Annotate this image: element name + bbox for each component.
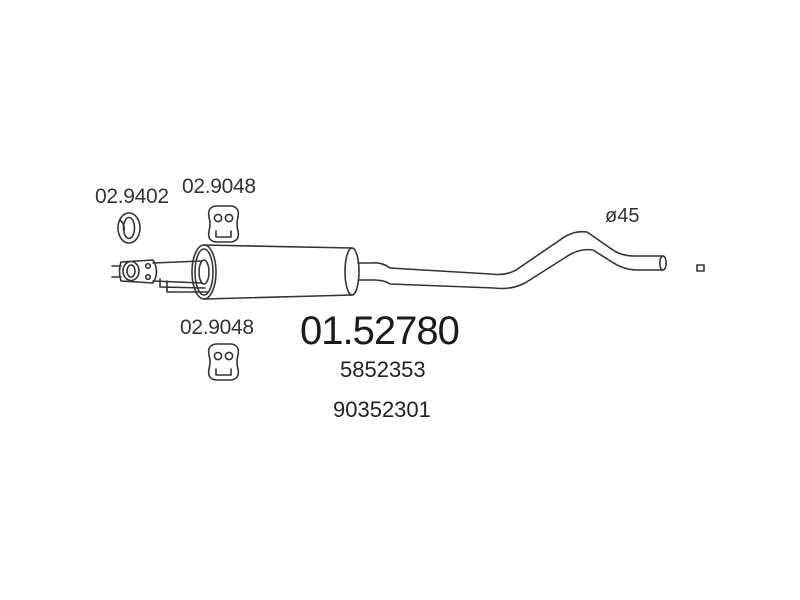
oem-number-2: 90352301 bbox=[333, 397, 431, 422]
rubber-hanger-bottom-icon bbox=[207, 343, 240, 381]
inlet-flange-icon bbox=[111, 259, 158, 284]
hanger-top-ref: 02.9048 bbox=[182, 175, 256, 198]
clamp-ring-ref: 02.9402 bbox=[95, 185, 169, 208]
hanger-bottom-ref: 02.9048 bbox=[180, 316, 254, 339]
diameter-label: ø45 bbox=[605, 205, 640, 227]
oem-number-1: 5852353 bbox=[340, 357, 426, 382]
inlet-pipe-icon bbox=[152, 259, 210, 293]
tailpipe-icon bbox=[357, 230, 667, 290]
clamp-ring-icon bbox=[117, 212, 141, 244]
rubber-hanger-top-icon bbox=[207, 205, 240, 243]
muffler-body-icon bbox=[191, 244, 360, 300]
outlet-end-marker-icon bbox=[696, 264, 705, 272]
part-number: 01.52780 bbox=[300, 309, 460, 353]
